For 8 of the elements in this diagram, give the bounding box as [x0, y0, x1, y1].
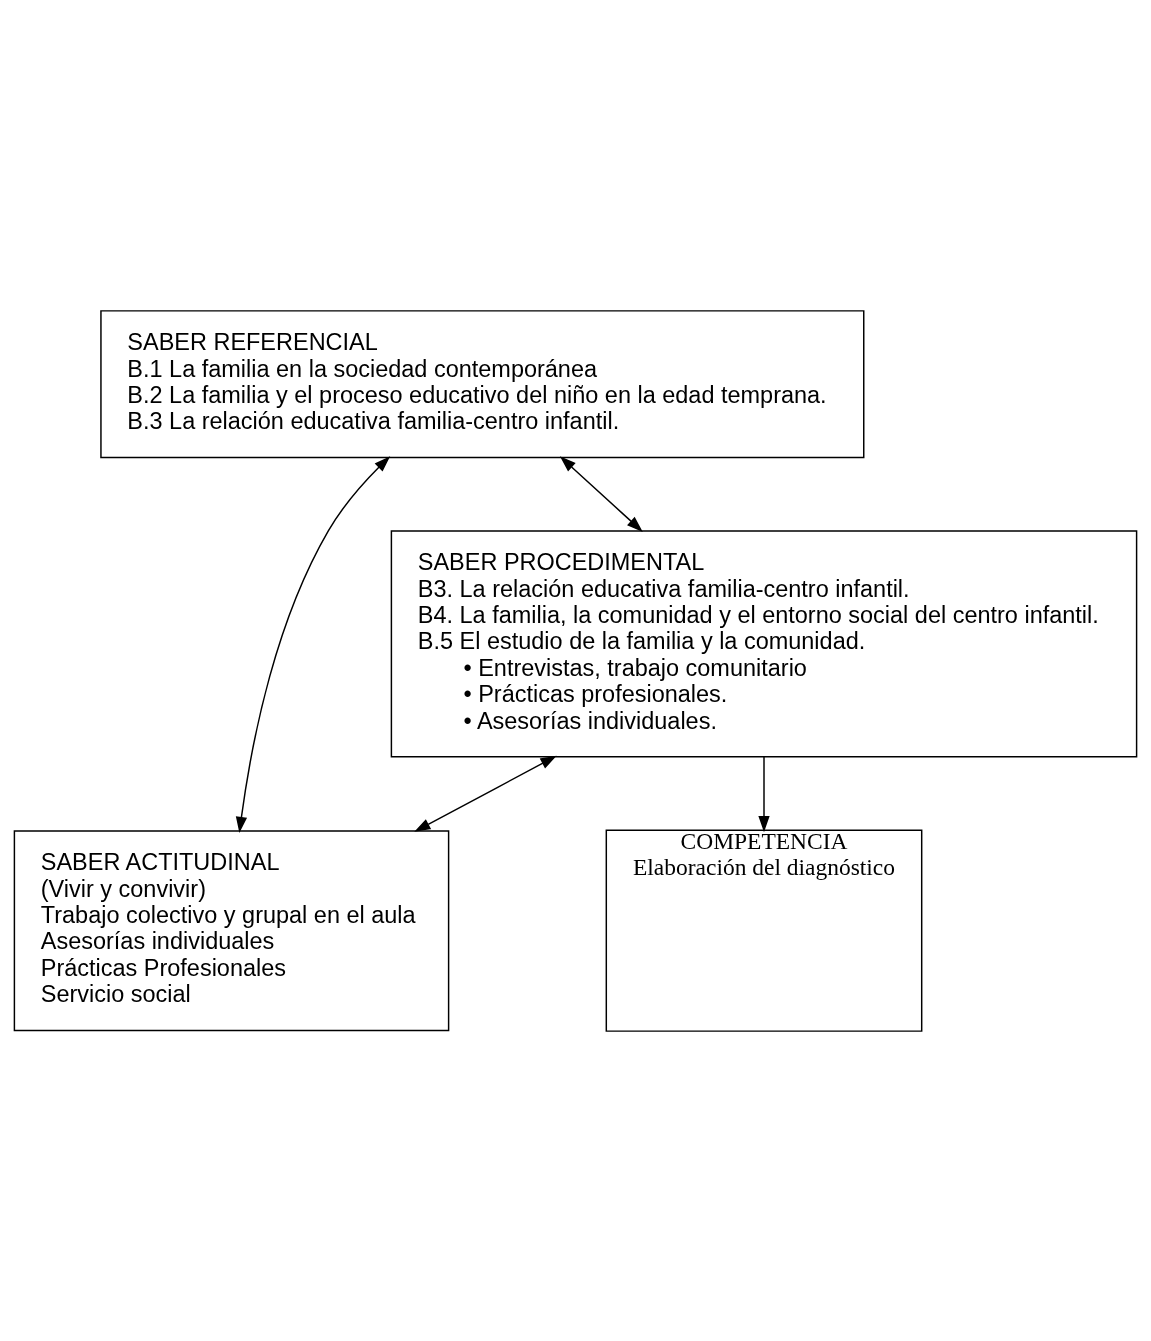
node-box: SABER PROCEDIMENTAL B3. La relación educativa familia-centro infantil. B4. La familia, la comunidad y el entorno social del centro infantil. B.5 El estudio de la familia y la comunidad. • Entrevistas, trabajo comunitario • Prácticas profesionales. • Asesorías individuales. — [390, 529, 1138, 758]
arrow — [758, 755, 770, 832]
arrow — [235, 455, 391, 833]
node-box: SABER REFERENCIAL B.1 La familia en la sociedad contemporánea B.2 La familia y el proceso educativo del niño en la edad temprana. B.3 La relación educativa familia-centro infantil. — [100, 309, 865, 458]
node-box: COMPETENCIA Elaboración del diagnóstico — [605, 828, 923, 1032]
arrow — [414, 755, 557, 832]
arrow — [559, 455, 643, 532]
node-box: SABER ACTITUDINAL (Vivir y convivir) Trabajo colectivo y grupal en el aula Asesorías individuales Prácticas Profesionales Servicio social — [13, 829, 450, 1031]
